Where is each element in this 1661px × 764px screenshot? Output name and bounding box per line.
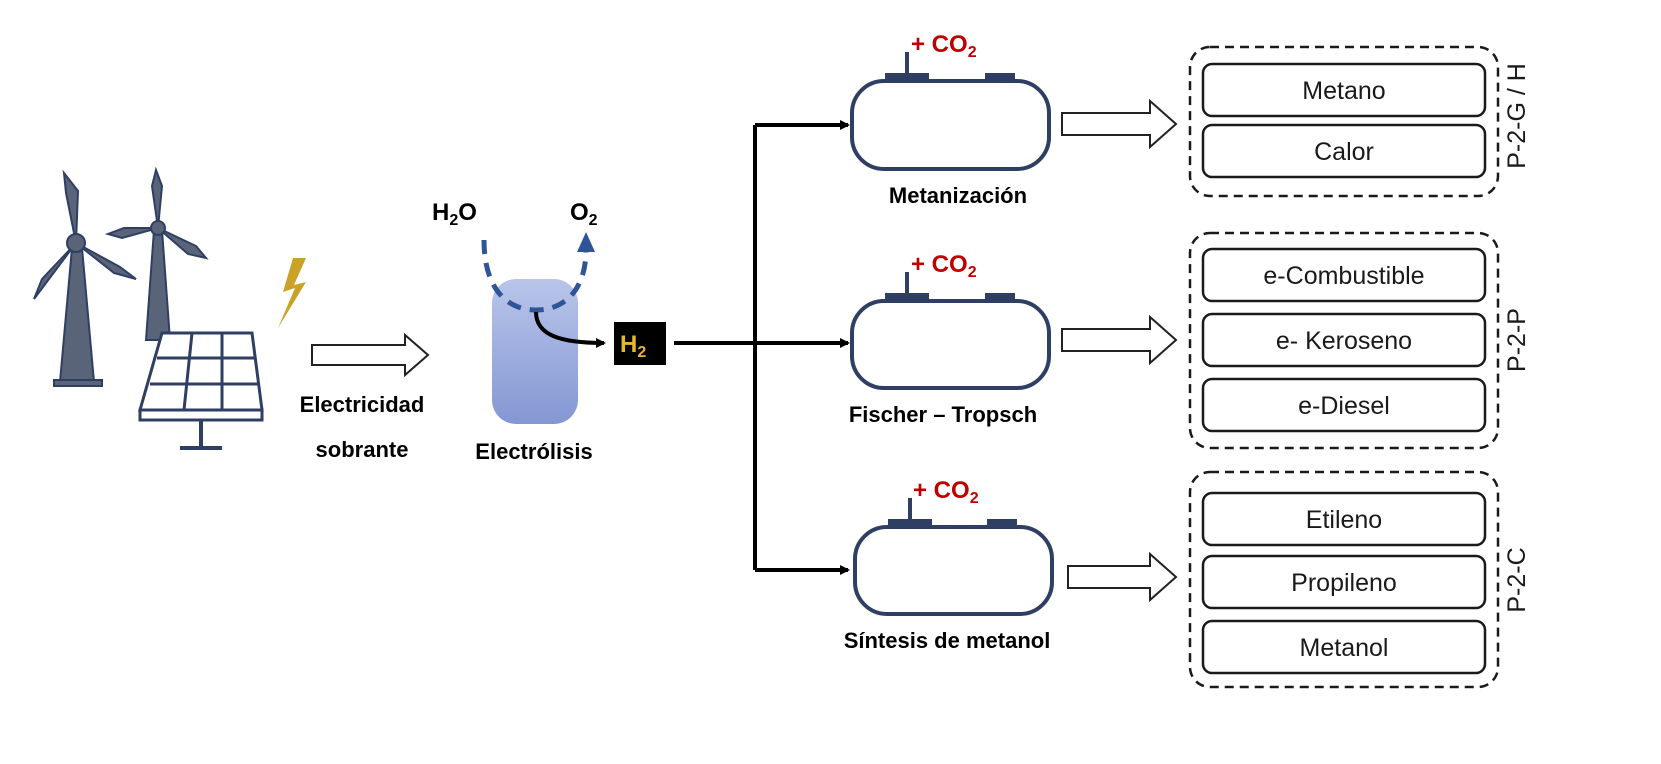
group-box-1 [1188, 45, 1500, 198]
group-box-2 [1188, 231, 1500, 450]
group-box-3 [1188, 470, 1500, 689]
product-label: Propileno [1291, 569, 1397, 597]
source-label-line1: Electricidad [300, 392, 425, 417]
co2-label-3: + CO2 [913, 477, 979, 507]
lightning-bolt-icon [278, 258, 306, 328]
group-tag-3: P-2-C [1503, 547, 1531, 612]
output-arrow-2 [1061, 314, 1178, 366]
process-label-2: Fischer – Tropsch [849, 402, 1037, 427]
co2-label-1: + CO2 [911, 31, 977, 61]
reactor-fischer-tropsch [850, 272, 1051, 390]
h2-label: H2 [620, 331, 646, 361]
reactor-sintesis-metanol [853, 498, 1054, 616]
product-box [1201, 619, 1487, 675]
electrolysis-label: Electrólisis [475, 439, 592, 464]
process-label-3: Síntesis de metanol [844, 628, 1051, 653]
wind-turbine-icon [33, 166, 209, 387]
product-label: Metano [1302, 77, 1385, 105]
product-box [1201, 62, 1487, 118]
product-label: Calor [1314, 138, 1374, 166]
product-label: e- Keroseno [1276, 327, 1412, 355]
reactor-metanizacion [850, 52, 1051, 171]
electrolyzer-cell [492, 279, 578, 424]
o2-arrowhead [577, 232, 595, 252]
co2-label-2: + CO2 [911, 251, 977, 281]
group-tag-1: P-2-G / H [1503, 63, 1531, 169]
h2-badge [614, 322, 666, 365]
solar-panel-icon [138, 331, 264, 450]
electricity-arrow [311, 332, 430, 378]
h2-distribution-lines [674, 120, 850, 575]
o2-label: O2 [570, 199, 598, 229]
product-box [1201, 554, 1487, 610]
process-label-1: Metanización [889, 183, 1027, 208]
group-tag-2: P-2-P [1503, 308, 1531, 372]
product-box [1201, 247, 1487, 303]
product-label: e-Diesel [1298, 392, 1390, 420]
product-box [1201, 123, 1487, 179]
water-o2-flow [481, 239, 589, 313]
product-box [1201, 377, 1487, 433]
product-box [1201, 491, 1487, 547]
product-label: Etileno [1306, 506, 1382, 534]
source-label-line2: sobrante [316, 437, 409, 462]
h2-flow-arrow [534, 311, 606, 348]
h2o-label: H2O [432, 199, 477, 229]
product-label: e-Combustible [1263, 262, 1424, 290]
product-box [1201, 312, 1487, 368]
output-arrow-3 [1067, 551, 1178, 603]
output-arrow-1 [1061, 98, 1178, 150]
product-label: Metanol [1300, 634, 1389, 662]
